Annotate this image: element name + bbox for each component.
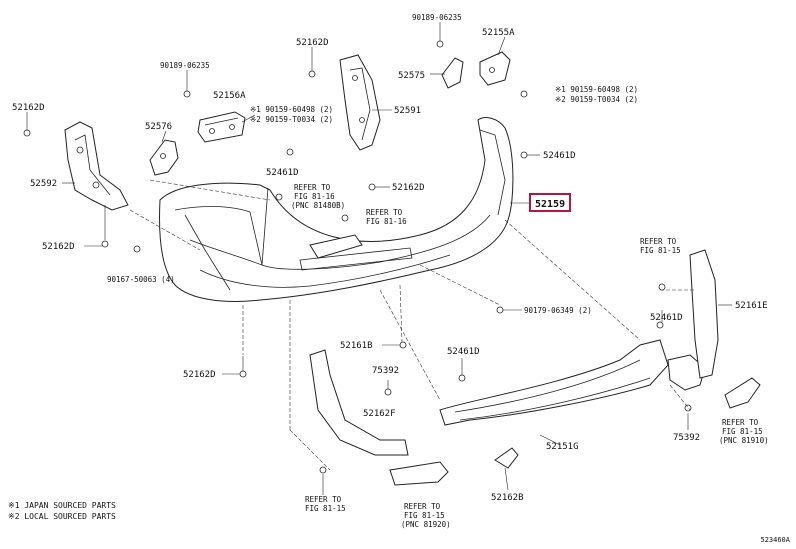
ref2-line2: FIG 81-16: [366, 217, 407, 226]
ref4-line2: FIG 81-15: [722, 427, 763, 436]
label-52461D-r: 52461D: [543, 151, 576, 161]
diagram-code: 523460A: [760, 536, 790, 544]
highlight-52159[interactable]: 52159: [529, 193, 571, 212]
label-90189-left: 90189-06235: [160, 61, 210, 70]
label-90167: 90167-50063 (4): [107, 275, 175, 284]
extension-52161E[interactable]: [689, 249, 719, 379]
legend: ※1 JAPAN SOURCED PARTS ※2 LOCAL SOURCED …: [8, 500, 116, 522]
label-52162D-l2: 52162D: [42, 242, 75, 252]
legend-japan: ※1 JAPAN SOURCED PARTS: [8, 501, 116, 510]
label-52162F: 52162F: [363, 409, 396, 419]
reflector-left[interactable]: [389, 461, 449, 486]
ref6-line2: FIG 81-15: [404, 511, 445, 520]
label-52592: 52592: [30, 179, 57, 189]
lower-bumper-52151G[interactable]: [439, 339, 706, 426]
label-90189-top: 90189-06235: [412, 13, 462, 22]
label-52461D-m: 52461D: [266, 168, 299, 178]
reflector-right[interactable]: [724, 377, 761, 409]
label-52576: 52576: [145, 122, 172, 132]
retainer-52591[interactable]: [339, 54, 381, 151]
bracket-52576[interactable]: [149, 139, 179, 176]
ref2-line1: REFER TO: [366, 208, 403, 217]
ref4-line1: REFER TO: [722, 418, 759, 427]
ref3-line1: REFER TO: [640, 237, 677, 246]
ref1-line3: (PNC 81480B): [291, 201, 345, 210]
label-k2-a: ※2 90159-T0034 (2): [555, 95, 638, 104]
legend-local: ※2 LOCAL SOURCED PARTS: [8, 512, 116, 521]
ref5-line2: FIG 81-15: [305, 504, 346, 513]
label-k1-a: ※1 90159-60498 (2): [555, 85, 638, 94]
label-52162D-b: 52162D: [183, 370, 216, 380]
ref3-line2: FIG 81-15: [640, 246, 681, 255]
ref6-line3: (PNC 81920): [401, 520, 451, 529]
label-75392-r: 75392: [673, 433, 700, 443]
leader-lines: [26, 22, 732, 495]
part-labels: 90189-06235 52155A 52162D 90189-06235 52…: [12, 13, 769, 529]
bracket-52156A[interactable]: [197, 111, 246, 143]
label-52161E: 52161E: [735, 301, 768, 311]
step-pad-insert[interactable]: [309, 234, 363, 259]
bracket-52155A[interactable]: [479, 51, 511, 86]
label-52156A: 52156A: [213, 91, 246, 101]
label-52461D-b: 52461D: [447, 347, 480, 357]
label-52159: 52159: [535, 199, 565, 210]
moulding-52162B[interactable]: [494, 447, 519, 469]
retainer-52592[interactable]: [64, 121, 129, 211]
moulding-52162F[interactable]: [309, 349, 409, 456]
label-k1-b: ※1 90159-60498 (2): [250, 105, 333, 114]
label-90179: 90179-06349 (2): [524, 306, 592, 315]
bumper-cover-52159[interactable]: [159, 117, 514, 302]
label-52155A: 52155A: [482, 28, 515, 38]
label-52575: 52575: [398, 71, 425, 81]
label-k2-b: ※2 90159-T0034 (2): [250, 115, 333, 124]
label-52162D-top: 52162D: [296, 38, 329, 48]
label-52162D-mid: 52162D: [392, 183, 425, 193]
ref1-line1: REFER TO: [294, 183, 331, 192]
label-52591: 52591: [394, 106, 421, 116]
label-52151G: 52151G: [546, 442, 579, 452]
ref4-line3: (PNC 81910): [719, 436, 769, 445]
ref5-line1: REFER TO: [305, 495, 342, 504]
label-75392-m: 75392: [372, 366, 399, 376]
label-52162B: 52162B: [491, 493, 524, 503]
label-52461D-r2: 52461D: [650, 313, 683, 323]
bracket-52575[interactable]: [441, 57, 464, 89]
label-52162D-left: 52162D: [12, 103, 45, 113]
label-52161B: 52161B: [340, 341, 373, 351]
ref1-line2: FIG 81-16: [294, 192, 335, 201]
ref6-line1: REFER TO: [404, 502, 441, 511]
